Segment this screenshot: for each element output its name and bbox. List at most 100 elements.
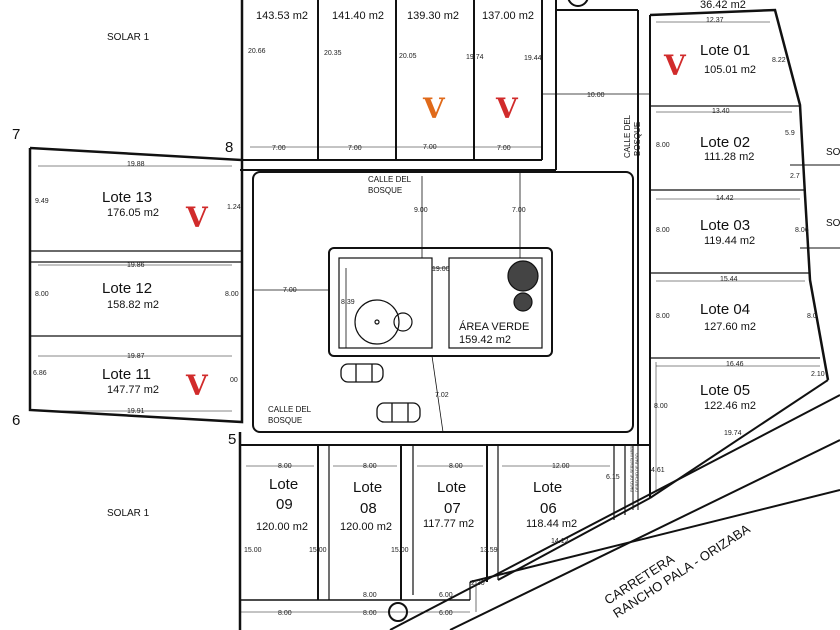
dim: 8.00	[363, 610, 377, 617]
dim: 7.00	[272, 145, 286, 152]
dim: 8.39	[341, 299, 355, 306]
dim: 8.00	[278, 610, 292, 617]
car-icon	[340, 363, 384, 383]
dim: 8.00	[654, 403, 668, 410]
corner-marker-6: 6	[12, 412, 20, 429]
dim: 14.42	[716, 195, 734, 202]
tree-icon	[354, 260, 539, 345]
v-mark: V	[663, 49, 687, 82]
dim: 19.44	[524, 55, 542, 62]
dim: 1.24	[227, 204, 241, 211]
dim: 8.00	[656, 227, 670, 234]
easement-note: PASO DE SERVIDUMBRE	[629, 444, 634, 492]
lot-09-area: 120.00 m2	[256, 521, 308, 533]
left-lot-labels: Lote 13 176.05 m2 Lote 12 158.82 m2 Lote…	[33, 161, 241, 415]
dim: 2.30	[471, 580, 485, 587]
street-label: CALLE DEL	[623, 114, 632, 158]
solar-right-label: SO	[826, 147, 840, 158]
easement-note: DERECHO DE PASO	[634, 453, 639, 492]
lot-17-area: 137.00 m2	[482, 10, 534, 22]
dim: 15.00	[309, 547, 327, 554]
green-area-value: 159.42 m2	[459, 334, 511, 346]
road-label: RANCHO PALA - ORIZABA	[610, 521, 753, 621]
lot-06-area: 118.44 m2	[526, 518, 577, 530]
v-mark: V	[422, 92, 446, 125]
lot-06-number: 06	[540, 500, 557, 517]
dim: 6.86	[33, 370, 47, 377]
dim: 13.40	[712, 108, 730, 115]
solar-bottom-label: SOLAR 1	[107, 508, 150, 519]
dim: 12.37	[706, 17, 724, 24]
dim: 6.00	[439, 610, 453, 617]
dim: 15.44	[720, 276, 738, 283]
corner-marker-8: 8	[225, 139, 233, 156]
center-block	[238, 171, 650, 630]
dim: 6.15	[606, 474, 620, 481]
dim: 8.22	[772, 57, 786, 64]
lot-08-number: 08	[360, 500, 377, 517]
lot-03-area: 119.44 m2	[704, 235, 755, 247]
dim: 7.00	[512, 207, 526, 214]
top-lots-block	[240, 0, 650, 445]
dim: 20.66	[248, 48, 266, 55]
dim: 9.49	[35, 198, 49, 205]
lot-08-name: Lote	[353, 479, 382, 496]
dim: 7.00	[348, 145, 362, 152]
lot-14-area: 143.53 m2	[256, 10, 308, 22]
street-label: CALLE DEL	[268, 405, 312, 414]
lot-02-area: 111.28 m2	[704, 151, 754, 163]
dim: 19.74	[466, 54, 484, 61]
dim: 9.00	[414, 207, 428, 214]
dim: 8.00	[656, 313, 670, 320]
dim: 7.00	[283, 287, 297, 294]
lot-09-number: 09	[276, 496, 293, 513]
lot-08-area: 120.00 m2	[340, 521, 392, 533]
lot-07-name: Lote	[437, 479, 466, 496]
lot-01-area: 105.01 m2	[704, 64, 756, 76]
lot-16-area: 139.30 m2	[407, 10, 459, 22]
bottom-lots-block	[240, 379, 840, 630]
dim: 20.35	[324, 50, 342, 57]
street-label: CALLE DEL	[368, 175, 412, 184]
lot-05-area: 122.46 m2	[704, 400, 756, 412]
dim: 4.61	[651, 467, 665, 474]
dim: 16.46	[726, 361, 744, 368]
lot-07-area: 117.77 m2	[423, 518, 474, 530]
v-mark: V	[185, 369, 209, 402]
bottom-lot-labels: Lote 09 120.00 m2 Lote 08 120.00 m2 Lote…	[244, 463, 620, 617]
street-label: BOSQUE	[633, 122, 642, 156]
lot-11-area: 147.77 m2	[107, 384, 159, 396]
dim: 20.05	[399, 53, 417, 60]
lot-06-name: Lote	[533, 479, 562, 496]
center-labels: CALLE DEL BOSQUE CALLE DEL BOSQUE ÁREA V…	[268, 175, 529, 425]
lot-15-area: 141.40 m2	[332, 10, 384, 22]
dim: 2.10	[811, 371, 825, 378]
lot-12-area: 158.82 m2	[107, 299, 159, 311]
dim: 14.12	[551, 538, 569, 545]
dim: 6.00	[439, 592, 453, 599]
dim: 19.87	[127, 353, 145, 360]
dim: 8.0	[807, 313, 817, 320]
lot-04-name: Lote 04	[700, 301, 750, 318]
car-icon	[376, 402, 421, 423]
lot-07-number: 07	[444, 500, 461, 517]
lot-01-name: Lote 01	[700, 42, 750, 59]
lot-13-name: Lote 13	[102, 189, 152, 206]
dim: 19.74	[724, 430, 742, 437]
dim: 7.00	[423, 144, 437, 151]
dim: 7.02	[435, 392, 449, 399]
dim: 19.91	[127, 408, 145, 415]
dim: 00	[230, 377, 238, 384]
dim: 7.00	[497, 145, 511, 152]
lot-12-name: Lote 12	[102, 280, 152, 297]
green-area-label: ÁREA VERDE	[459, 320, 529, 333]
solar-right-label: SO	[826, 218, 840, 229]
dim: 15.00	[391, 547, 409, 554]
dim: 8.00	[656, 142, 670, 149]
lot-04-area: 127.60 m2	[704, 321, 756, 333]
right-lot-labels: Lote 01 105.01 m2 Lote 02 111.28 m2 Lote…	[651, 17, 825, 474]
dim: 19.88	[127, 161, 145, 168]
top-lot-labels: 143.53 m2 141.40 m2 139.30 m2 137.00 m2 …	[248, 0, 746, 152]
dim: 8.06	[795, 227, 809, 234]
